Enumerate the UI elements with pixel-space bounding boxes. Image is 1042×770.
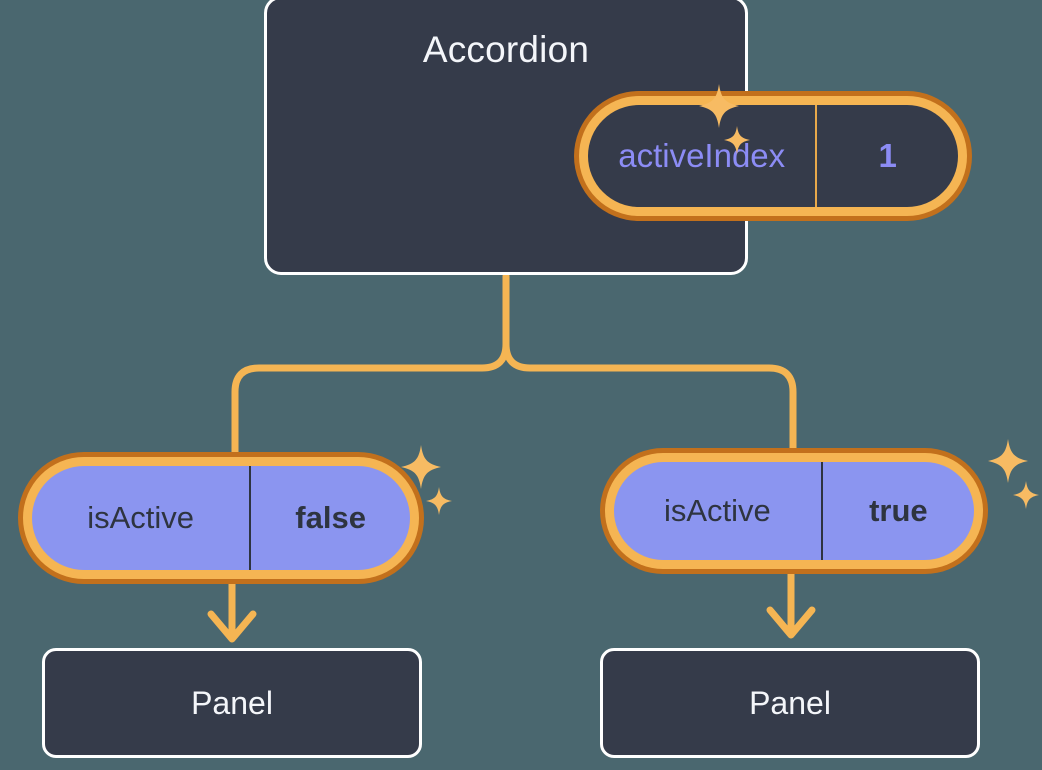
panel-node-right[interactable]: Panel	[600, 648, 980, 758]
connector-left-arrow	[207, 576, 257, 643]
accordion-node-title: Accordion	[422, 29, 590, 70]
panel-node-left[interactable]: Panel	[42, 648, 422, 758]
panel-node-title: Panel	[749, 684, 831, 721]
state-pill-body: isActive false	[32, 466, 410, 570]
state-pill-value: false	[295, 500, 366, 535]
state-pill-body: isActive true	[614, 462, 974, 560]
state-pill-highlight-ring: activeIndex 1	[579, 96, 967, 216]
connector-right-arrow	[766, 568, 816, 639]
state-pill-value: true	[869, 493, 928, 528]
state-pill-value: 1	[878, 137, 897, 174]
state-pill-key: isActive	[614, 462, 823, 560]
state-pill-activeindex[interactable]: activeIndex 1	[574, 91, 972, 221]
accordion-node[interactable]: Accordion activeIndex 1	[264, 0, 972, 275]
sparkle-small-icon	[1013, 481, 1039, 509]
sparkle-icon	[988, 439, 1028, 483]
state-pill-highlight-ring: isActive false	[23, 457, 419, 579]
state-pill-highlight-ring: isActive true	[605, 453, 983, 569]
connector-root-split	[502, 272, 797, 456]
state-pill-isactive-false[interactable]: isActive false	[18, 452, 424, 584]
state-pill-key: activeIndex	[588, 105, 818, 207]
sparkle-group-right-pill	[982, 437, 1042, 520]
state-pill-key: isActive	[32, 466, 252, 570]
state-pill-isactive-true[interactable]: isActive true	[600, 448, 988, 574]
panel-node-title: Panel	[191, 684, 273, 721]
sparkle-small-icon	[426, 487, 452, 515]
state-pill-body: activeIndex 1	[588, 105, 958, 207]
connector-root-split-left	[231, 340, 510, 460]
